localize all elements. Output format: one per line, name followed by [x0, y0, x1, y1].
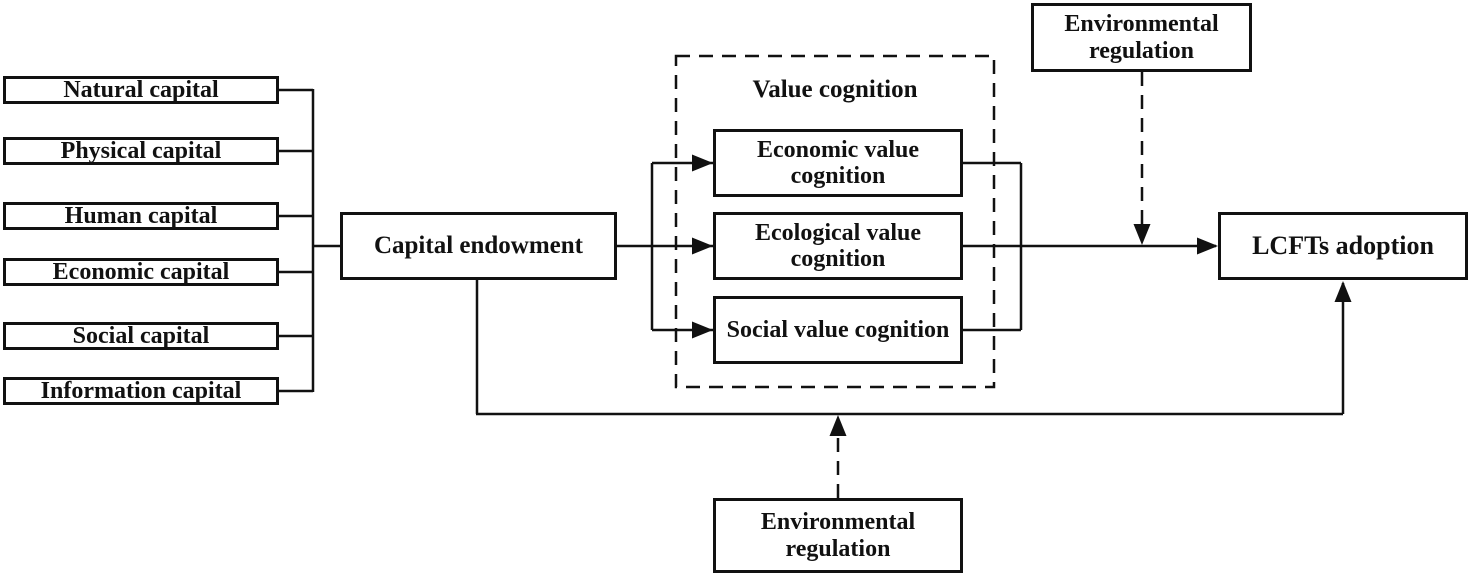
arrowhead-into-lcfts	[1197, 237, 1218, 255]
arrowhead-env-top-moderation	[1133, 224, 1151, 245]
box-ecological-value-cognition: Ecological value cognition	[713, 212, 963, 280]
arrowhead-into-social-cognition	[692, 321, 713, 339]
box-human-capital: Human capital	[3, 202, 279, 230]
arrowhead-env-bottom-moderation	[829, 415, 847, 436]
dashed-connectors	[674, 54, 1144, 498]
box-social-capital: Social capital	[3, 322, 279, 350]
box-environmental-regulation-bottom: Environmental regulation	[713, 498, 963, 573]
arrowhead-into-economic-cognition	[692, 154, 713, 172]
box-social-value-cognition: Social value cognition	[713, 296, 963, 364]
value-cognition-group-title: Value cognition	[752, 76, 918, 103]
box-information-capital: Information capital	[3, 377, 279, 405]
solid-connectors	[279, 88, 1345, 416]
value-cognition-dashed-border	[674, 54, 996, 389]
arrowhead-bottom-path-into-lcfts	[1334, 281, 1352, 302]
box-economic-capital: Economic capital	[3, 258, 279, 286]
box-lcfts-adoption: LCFTs adoption	[1218, 212, 1468, 280]
box-natural-capital: Natural capital	[3, 76, 279, 104]
box-economic-value-cognition: Economic value cognition	[713, 129, 963, 197]
box-capital-endowment: Capital endowment	[340, 212, 617, 280]
arrowheads	[692, 154, 1352, 436]
box-environmental-regulation-top: Environmental regulation	[1031, 3, 1252, 72]
arrowhead-into-ecological-cognition	[692, 237, 713, 255]
box-physical-capital: Physical capital	[3, 137, 279, 165]
